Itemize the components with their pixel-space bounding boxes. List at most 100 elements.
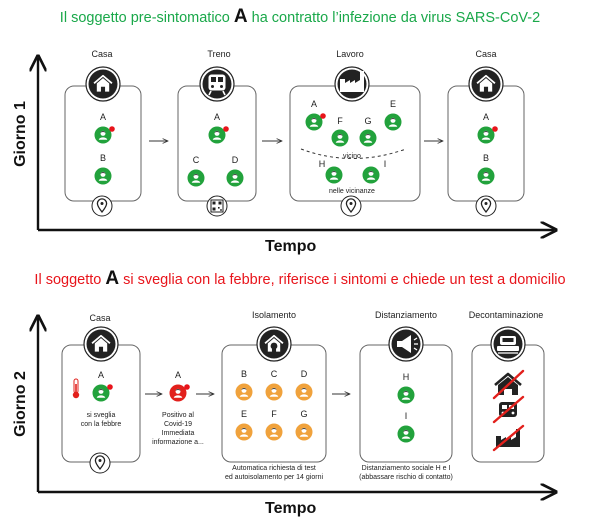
panel-title: Casa	[91, 49, 112, 59]
svg-text:A: A	[175, 370, 181, 380]
day2-positivo-step: A Positivo al Covid-19 Immediata informa…	[152, 370, 204, 446]
day2-distanziamento-panel: Distanziamento H I Distanziamento social…	[359, 310, 453, 481]
person-c: C	[187, 155, 205, 187]
time-axis-label-1: Tempo	[265, 238, 317, 255]
person-a: A	[305, 99, 326, 131]
cleaning-vehicle-icon	[490, 326, 526, 362]
day2-decontaminazione-panel: Decontaminazione	[469, 310, 545, 463]
day1-casa2-panel: Casa A B	[447, 49, 525, 217]
person-b: B	[477, 153, 495, 185]
panel-title: Decontaminazione	[469, 310, 544, 320]
person-h: H	[397, 372, 415, 404]
person-b: B	[235, 369, 253, 401]
svg-text:C: C	[193, 155, 200, 165]
day1-casa-panel: Casa A B	[64, 49, 142, 217]
person-a: A	[208, 112, 229, 144]
person-a-positive	[169, 384, 190, 402]
person-e: E	[235, 409, 253, 441]
caption: informazione a...	[152, 439, 204, 446]
svg-text:I: I	[405, 411, 408, 421]
svg-text:A: A	[214, 112, 220, 122]
caption: Positivo al	[162, 412, 194, 419]
house-icon	[468, 66, 504, 102]
infection-dot	[107, 384, 113, 390]
thermometer-icon	[72, 378, 80, 399]
location-pin-icon	[91, 195, 113, 217]
person-d: D	[295, 369, 313, 401]
svg-text:H: H	[319, 159, 326, 169]
person-e: E	[384, 99, 402, 131]
factory-icon	[334, 66, 370, 102]
infection-dot	[492, 126, 498, 132]
svg-text:E: E	[241, 409, 247, 419]
caption: si sveglia	[87, 412, 116, 419]
location-pin-icon	[475, 195, 497, 217]
location-pin-icon	[340, 195, 362, 217]
home-isolation-icon	[256, 326, 292, 362]
megaphone-icon	[388, 326, 424, 362]
subject-a-label: A	[233, 6, 248, 27]
day1-headline: Il soggetto pre-sintomatico A ha contrat…	[59, 6, 541, 27]
panel-title: Treno	[207, 49, 230, 59]
time-axis-label-2: Tempo	[265, 500, 317, 517]
person-i: I	[362, 159, 387, 184]
subject-a-label: A	[105, 268, 120, 289]
panel-title: Casa	[475, 49, 496, 59]
svg-text:B: B	[100, 153, 106, 163]
caption: ed autoisolamento per 14 giorni	[225, 474, 324, 481]
day2-headline: Il soggetto A si sveglia con la febbre, …	[34, 268, 566, 289]
day1-treno-panel: Treno A C D	[177, 49, 257, 217]
svg-text:F: F	[271, 409, 277, 419]
house-crossed-icon	[492, 369, 525, 400]
infection-dot	[320, 113, 326, 119]
panel-title: Isolamento	[252, 310, 296, 320]
svg-text:H: H	[403, 372, 410, 382]
caption: Covid-19	[164, 421, 192, 428]
panel-title: Casa	[89, 313, 110, 323]
infection-dot	[184, 384, 190, 390]
person-f: F	[265, 409, 283, 441]
day1-lavoro-panel: Lavoro A F G E	[289, 49, 421, 217]
train-crossed-icon	[492, 395, 525, 424]
caption: Distanziamento sociale H e I	[362, 465, 451, 472]
caption: Immediata	[162, 430, 195, 437]
qr-code-icon	[206, 195, 228, 217]
svg-text:C: C	[271, 369, 278, 379]
house-icon	[83, 326, 119, 362]
person-g: G	[295, 409, 313, 441]
panel-title: Distanziamento	[375, 310, 437, 320]
svg-text:E: E	[390, 99, 396, 109]
svg-text:B: B	[483, 153, 489, 163]
svg-text:I: I	[384, 159, 387, 169]
day2-casa-panel: Casa A si sveglia con la febbre	[61, 313, 141, 474]
svg-text:D: D	[232, 155, 239, 165]
person-a: A	[94, 112, 115, 144]
label-vicinanze: nelle vicinanze	[329, 188, 375, 195]
person-i: I	[397, 411, 415, 443]
person-a: A	[92, 370, 113, 402]
panel-title: Lavoro	[336, 49, 364, 59]
svg-text:G: G	[300, 409, 307, 419]
caption: con la febbre	[81, 421, 122, 428]
svg-text:G: G	[364, 116, 371, 126]
infection-dot	[223, 126, 229, 132]
svg-text:A: A	[483, 112, 489, 122]
house-icon	[85, 66, 121, 102]
person-a: A	[477, 112, 498, 144]
person-g: G	[359, 116, 377, 147]
person-b: B	[94, 153, 112, 185]
day2-isolamento-panel: Isolamento B C D E	[221, 310, 327, 481]
factory-crossed-icon	[492, 424, 525, 452]
svg-text:F: F	[337, 116, 343, 126]
svg-text:A: A	[98, 370, 104, 380]
svg-text:D: D	[301, 369, 308, 379]
caption: (abbassare rischio di contatto)	[359, 474, 453, 481]
location-pin-icon	[89, 452, 111, 474]
infection-dot	[109, 126, 115, 132]
svg-text:A: A	[311, 99, 317, 109]
train-icon	[199, 66, 235, 102]
person-d: D	[226, 155, 244, 187]
person-f: F	[331, 116, 349, 147]
